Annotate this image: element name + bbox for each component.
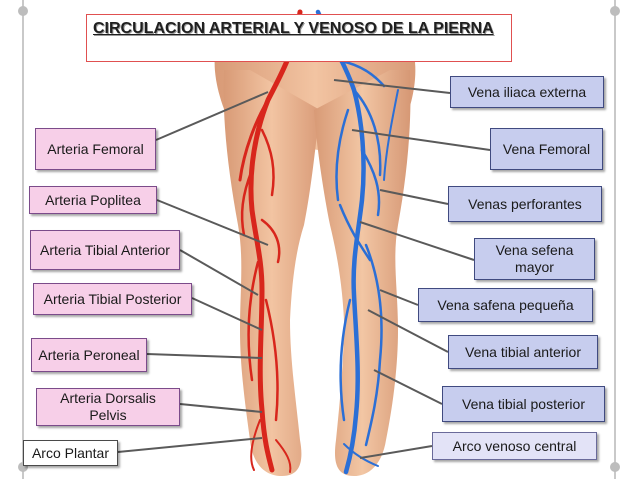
leader-vena-sefena-mayor <box>359 221 475 261</box>
leader-arco-venoso-central <box>359 445 433 459</box>
leader-vena-tibial-anterior <box>367 309 449 353</box>
right-leg <box>314 70 411 476</box>
femoral-artery <box>248 9 303 473</box>
label-vena-sefena-mayor: Vena sefena mayor <box>474 238 595 280</box>
arteries <box>238 9 304 473</box>
label-vena-tibial-posterior: Vena tibial posterior <box>442 386 605 422</box>
leader-vena-tibial-posterior <box>373 369 443 405</box>
label-venas-perforantes: Venas perforantes <box>448 186 602 222</box>
vein-branch <box>352 88 382 177</box>
label-vena-iliaca-externa: Vena iliaca externa <box>450 76 604 108</box>
artery-branch <box>260 128 275 197</box>
frame-corner-dot <box>18 6 28 16</box>
label-arteria-tibial-anterior: Arteria Tibial Anterior <box>30 230 180 270</box>
leader-vena-femoral <box>351 129 491 151</box>
artery-branch <box>250 419 261 471</box>
slide-frame-left <box>22 0 24 479</box>
label-arteria-poplitea: Arteria Poplitea <box>29 186 157 214</box>
leader-vena-safena-pequena <box>379 289 419 306</box>
vein-branch <box>335 108 350 202</box>
label-arteria-peroneal: Arteria Peroneal <box>31 338 147 372</box>
label-vena-tibial-anterior: Vena tibial anterior <box>448 335 598 369</box>
label-arteria-tibial-posterior: Arteria Tibial Posterior <box>33 283 192 315</box>
leader-vena-iliaca-externa <box>333 79 451 94</box>
vein-branch <box>339 298 352 422</box>
frame-corner-dot <box>18 462 28 472</box>
leader-arteria-peroneal <box>146 353 263 359</box>
frame-corner-dot <box>610 462 620 472</box>
leader-arteria-tibial-posterior <box>191 297 263 331</box>
artery-branch <box>247 260 260 382</box>
artery-branch <box>264 298 279 422</box>
label-vena-safena-pequena: Vena safena pequeña <box>418 288 593 322</box>
label-arteria-dorsalis-pelvis: Arteria Dorsalis Pelvis <box>36 388 180 426</box>
frame-corner-dot <box>610 6 620 16</box>
slide-frame-right <box>614 0 616 479</box>
leader-venas-perforantes <box>379 189 449 205</box>
vein-branch <box>360 148 381 217</box>
label-arco-plantar: Arco Plantar <box>23 440 118 466</box>
leader-lines <box>117 79 491 459</box>
leader-arteria-dorsalis-pelvis <box>179 403 263 413</box>
artery-branch <box>260 218 281 264</box>
label-arteria-femoral: Arteria Femoral <box>35 128 156 170</box>
vein-branch <box>338 203 372 262</box>
leader-arteria-poplitea <box>156 199 269 246</box>
vein-branch <box>364 243 383 447</box>
artery-branch <box>240 168 254 237</box>
slide-title: CIRCULACION ARTERIAL Y VENOSO DE LA PIER… <box>86 14 512 62</box>
leader-arteria-tibial-anterior <box>179 249 259 296</box>
label-arco-venoso-central: Arco venoso central <box>432 432 597 460</box>
artery-branch <box>238 98 270 182</box>
artery-branch <box>275 439 292 473</box>
left-leg <box>223 70 320 476</box>
label-vena-femoral: Vena Femoral <box>490 128 603 170</box>
leader-arteria-femoral <box>155 91 269 141</box>
leader-arco-plantar <box>117 437 263 453</box>
